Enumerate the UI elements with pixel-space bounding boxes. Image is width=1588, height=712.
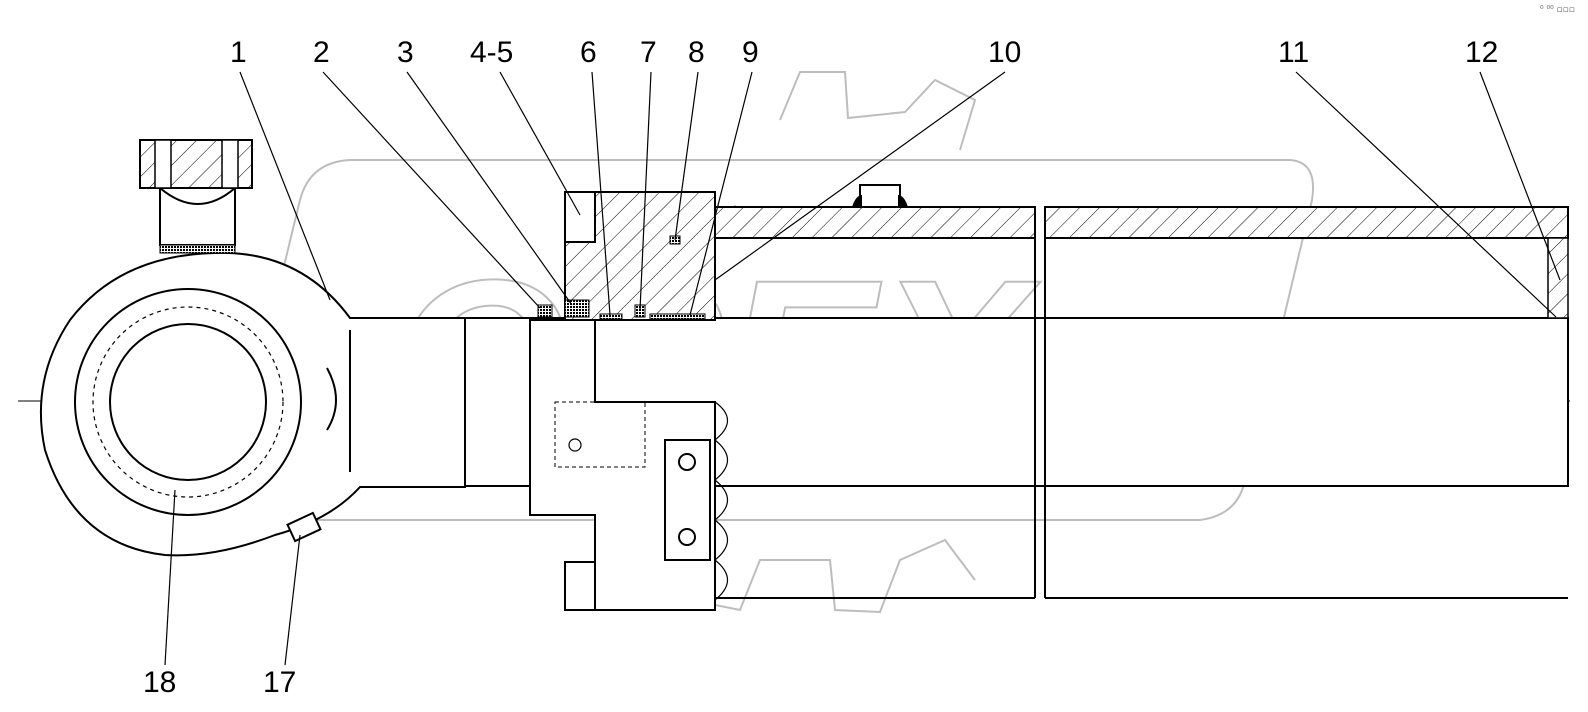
label-8: 8: [688, 36, 705, 69]
label-17: 17: [263, 666, 296, 699]
label-12: 12: [1465, 36, 1498, 69]
label-10: 10: [988, 36, 1021, 69]
label-7: 7: [640, 36, 657, 69]
label-9: 9: [742, 36, 759, 69]
grease-nipple: [286, 511, 322, 543]
label-1: 1: [230, 36, 247, 69]
label-3: 3: [397, 36, 414, 69]
corner-mark: ⁰ ⁰⁰ ▫▫▫: [1540, 5, 1575, 15]
clamp-block: [139, 139, 253, 254]
rod-eye: [39, 251, 466, 557]
label-18: 18: [143, 666, 176, 699]
leader-lines: [164, 71, 1561, 666]
label-2: 2: [313, 36, 330, 69]
label-11: 11: [1278, 36, 1309, 69]
label-4-5: 4-5: [470, 36, 513, 69]
label-6: 6: [580, 36, 597, 69]
cylinder-barrel: [714, 184, 1569, 599]
part-labels: 1 2 3 4-5 6 7 8 9 10 11 12 18 17: [143, 36, 1498, 699]
